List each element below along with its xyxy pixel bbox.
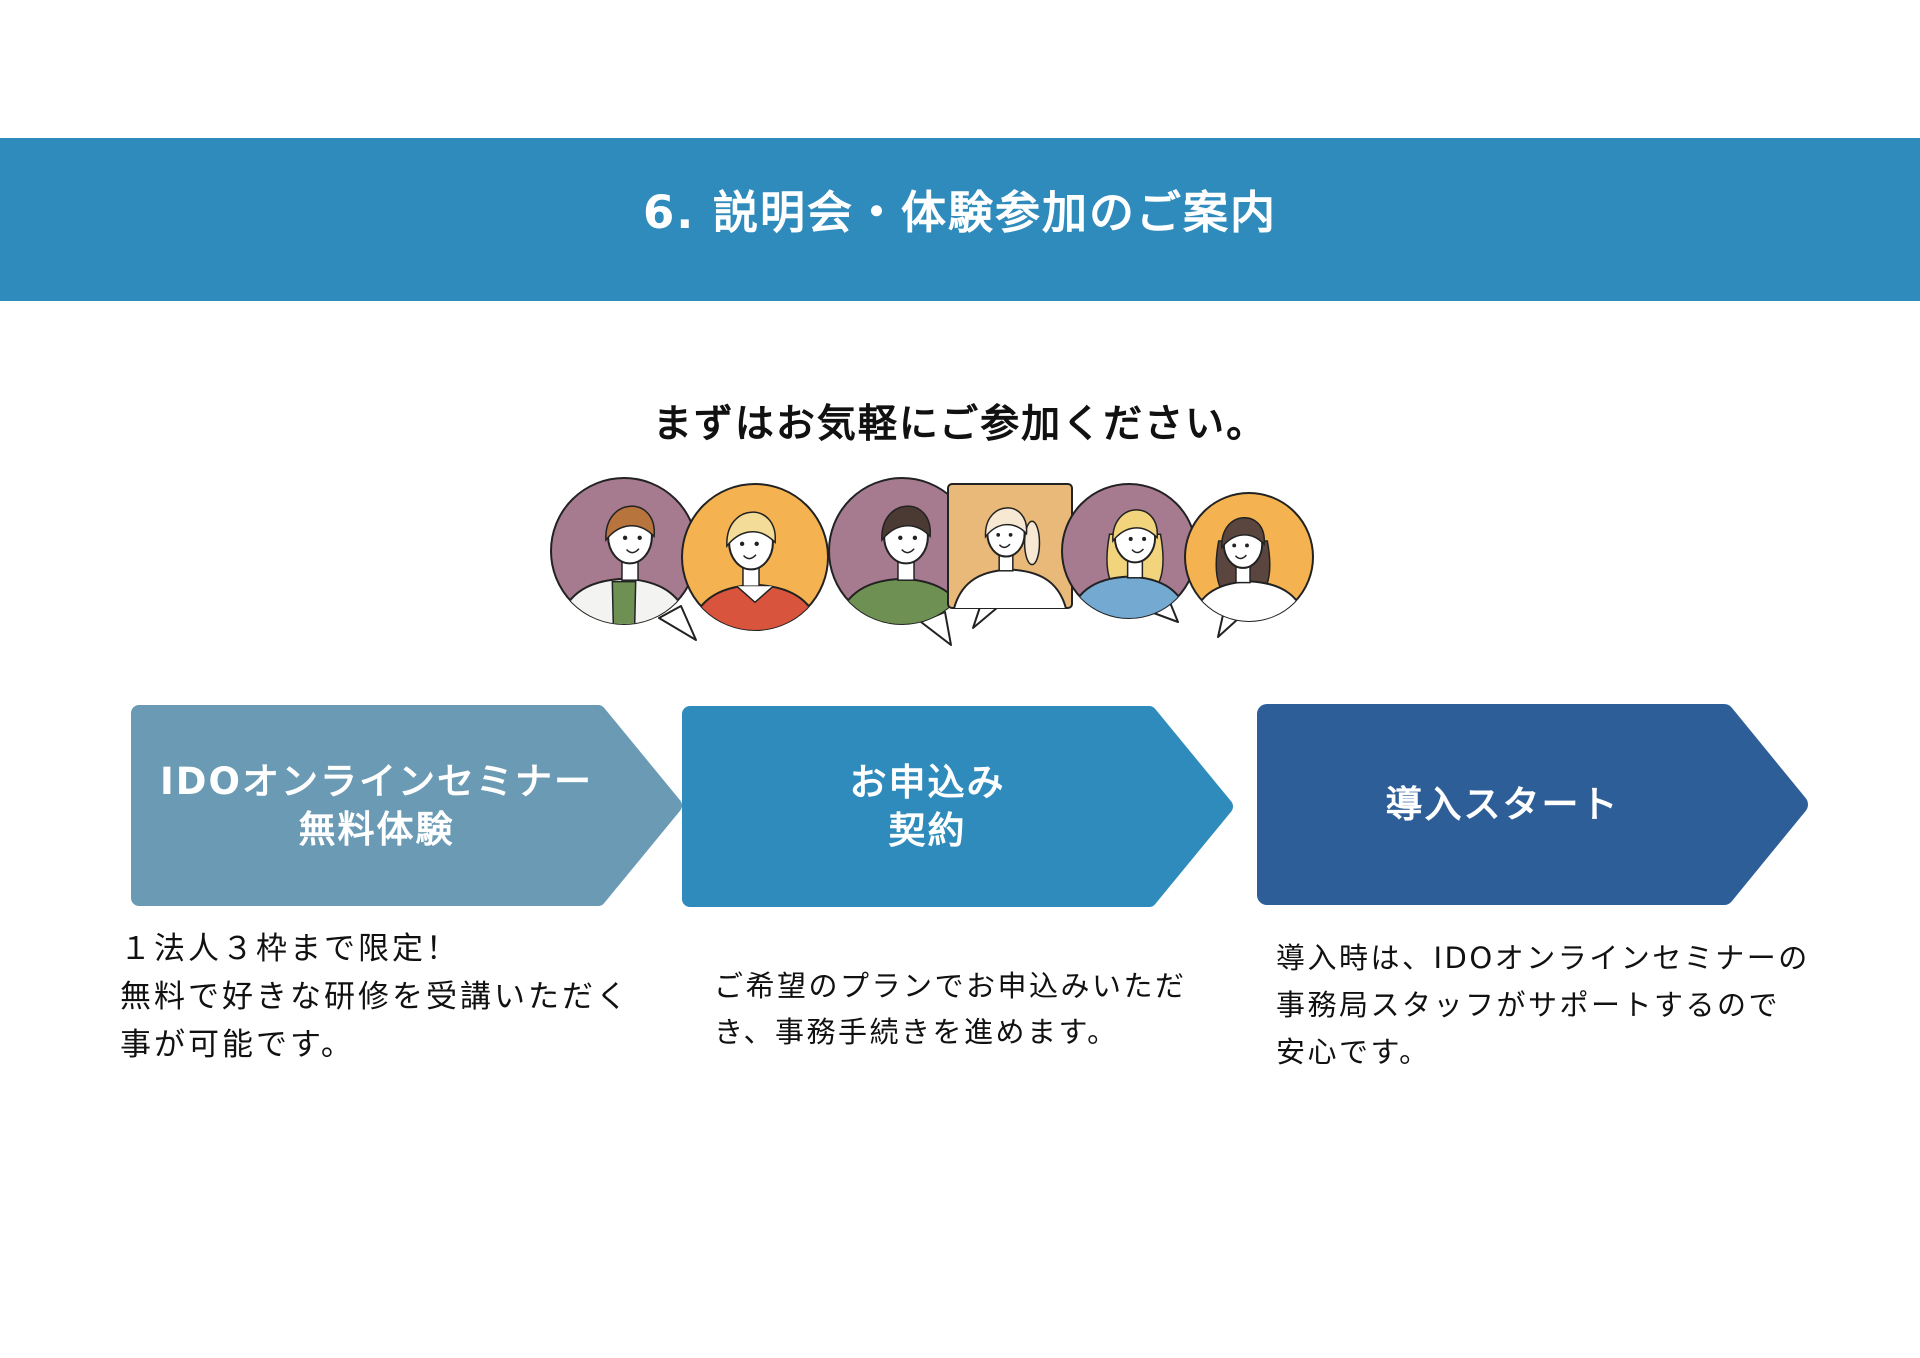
person-avatar-4: [947, 483, 1073, 629]
ponytail: [1023, 520, 1041, 566]
hair: [605, 505, 655, 543]
eye: [637, 535, 642, 541]
page-title: 6. 説明会・体験参加のご案内: [642, 185, 1278, 239]
eye: [1245, 543, 1249, 548]
step-chevron-1: IDOオンラインセミナー 無料体験: [131, 705, 682, 906]
person-avatar-6: [1184, 492, 1314, 638]
person-avatar-3: [828, 477, 976, 646]
step-description-3: 導入時は、IDOオンラインセミナーの 事務局スタッフがサポートするので 安心です…: [1276, 935, 1810, 1076]
step-chevron-2: お申込み 契約: [682, 706, 1233, 907]
eye: [912, 535, 918, 541]
step-title-line: お申込み: [849, 760, 1006, 804]
chevron-arrow-shape: [131, 705, 682, 906]
eye: [754, 541, 759, 547]
eye: [996, 532, 1001, 537]
person-avatar-2: [681, 483, 829, 631]
person-figure: [831, 505, 973, 624]
hair: [726, 511, 776, 549]
eye: [1008, 532, 1013, 537]
mouth: [625, 548, 640, 554]
chevron-arrow-shape: [1257, 704, 1808, 905]
person-avatar-5: [1061, 483, 1197, 623]
description-line: １法人３枠まで限定！: [120, 931, 460, 967]
description-line: 事務局スタッフがサポートするので: [1276, 988, 1781, 1022]
header-band: 6. 説明会・体験参加のご案内: [0, 138, 1920, 301]
speech-bubble-tail: [972, 606, 999, 629]
person-avatar-1: [550, 477, 698, 641]
person-figure: [950, 507, 1070, 608]
person-figure: [684, 511, 826, 630]
inner-shirt: [611, 580, 637, 624]
step-title: お申込み 契約: [682, 706, 1173, 907]
person-figure: [1187, 516, 1311, 621]
chevron-fill: [1257, 704, 1808, 905]
mouth: [901, 548, 915, 554]
chevron-fill: [131, 705, 682, 906]
eye: [898, 535, 903, 541]
mouth: [1131, 548, 1144, 554]
eye: [1128, 536, 1133, 541]
description-line: 事が可能です。: [120, 1027, 355, 1063]
step-title: IDOオンラインセミナー 無料体験: [131, 705, 622, 906]
intro-heading: まずはお気軽にご参加ください。: [652, 402, 1268, 447]
person-figure: [553, 505, 695, 624]
description-line: 導入時は、IDOオンラインセミナーの: [1276, 941, 1810, 975]
step-title-line: 無料体験: [298, 807, 455, 851]
hair: [984, 507, 1028, 539]
mouth: [1234, 554, 1247, 560]
description-line: ご希望のプランでお申込みいただ: [714, 969, 1187, 1003]
mouth: [742, 554, 757, 560]
step-description-2: ご希望のプランでお申込みいただ き、事務手続きを進めます。: [714, 963, 1187, 1055]
step-description-1: １法人３枠まで限定！ 無料で好きな研修を受講いただく 事が可能です。: [120, 925, 630, 1069]
chevron-arrow-shape: [682, 706, 1233, 907]
step-title-line: IDOオンラインセミナー: [160, 759, 593, 803]
collar: [736, 585, 774, 604]
description-line: き、事務手続きを進めます。: [714, 1015, 1119, 1049]
description-line: 安心です。: [1276, 1035, 1431, 1069]
hair: [881, 505, 931, 543]
step-title: 導入スタート: [1257, 704, 1748, 905]
step-title-line: 導入スタート: [1385, 782, 1620, 826]
hair: [1221, 516, 1265, 550]
step-title-line: 契約: [888, 808, 967, 852]
description-line: 無料で好きな研修を受講いただく: [120, 979, 630, 1015]
step-chevron-3: 導入スタート: [1257, 704, 1808, 905]
people-illustration: [550, 477, 1314, 646]
person-figure: [1064, 509, 1194, 618]
hair: [1112, 509, 1158, 543]
mouth: [998, 543, 1011, 549]
eye: [1142, 536, 1147, 541]
speech-bubble-tail: [658, 605, 697, 641]
eye: [622, 535, 628, 541]
chevron-fill: [682, 706, 1233, 907]
eye: [739, 541, 745, 547]
eye: [1232, 543, 1237, 548]
